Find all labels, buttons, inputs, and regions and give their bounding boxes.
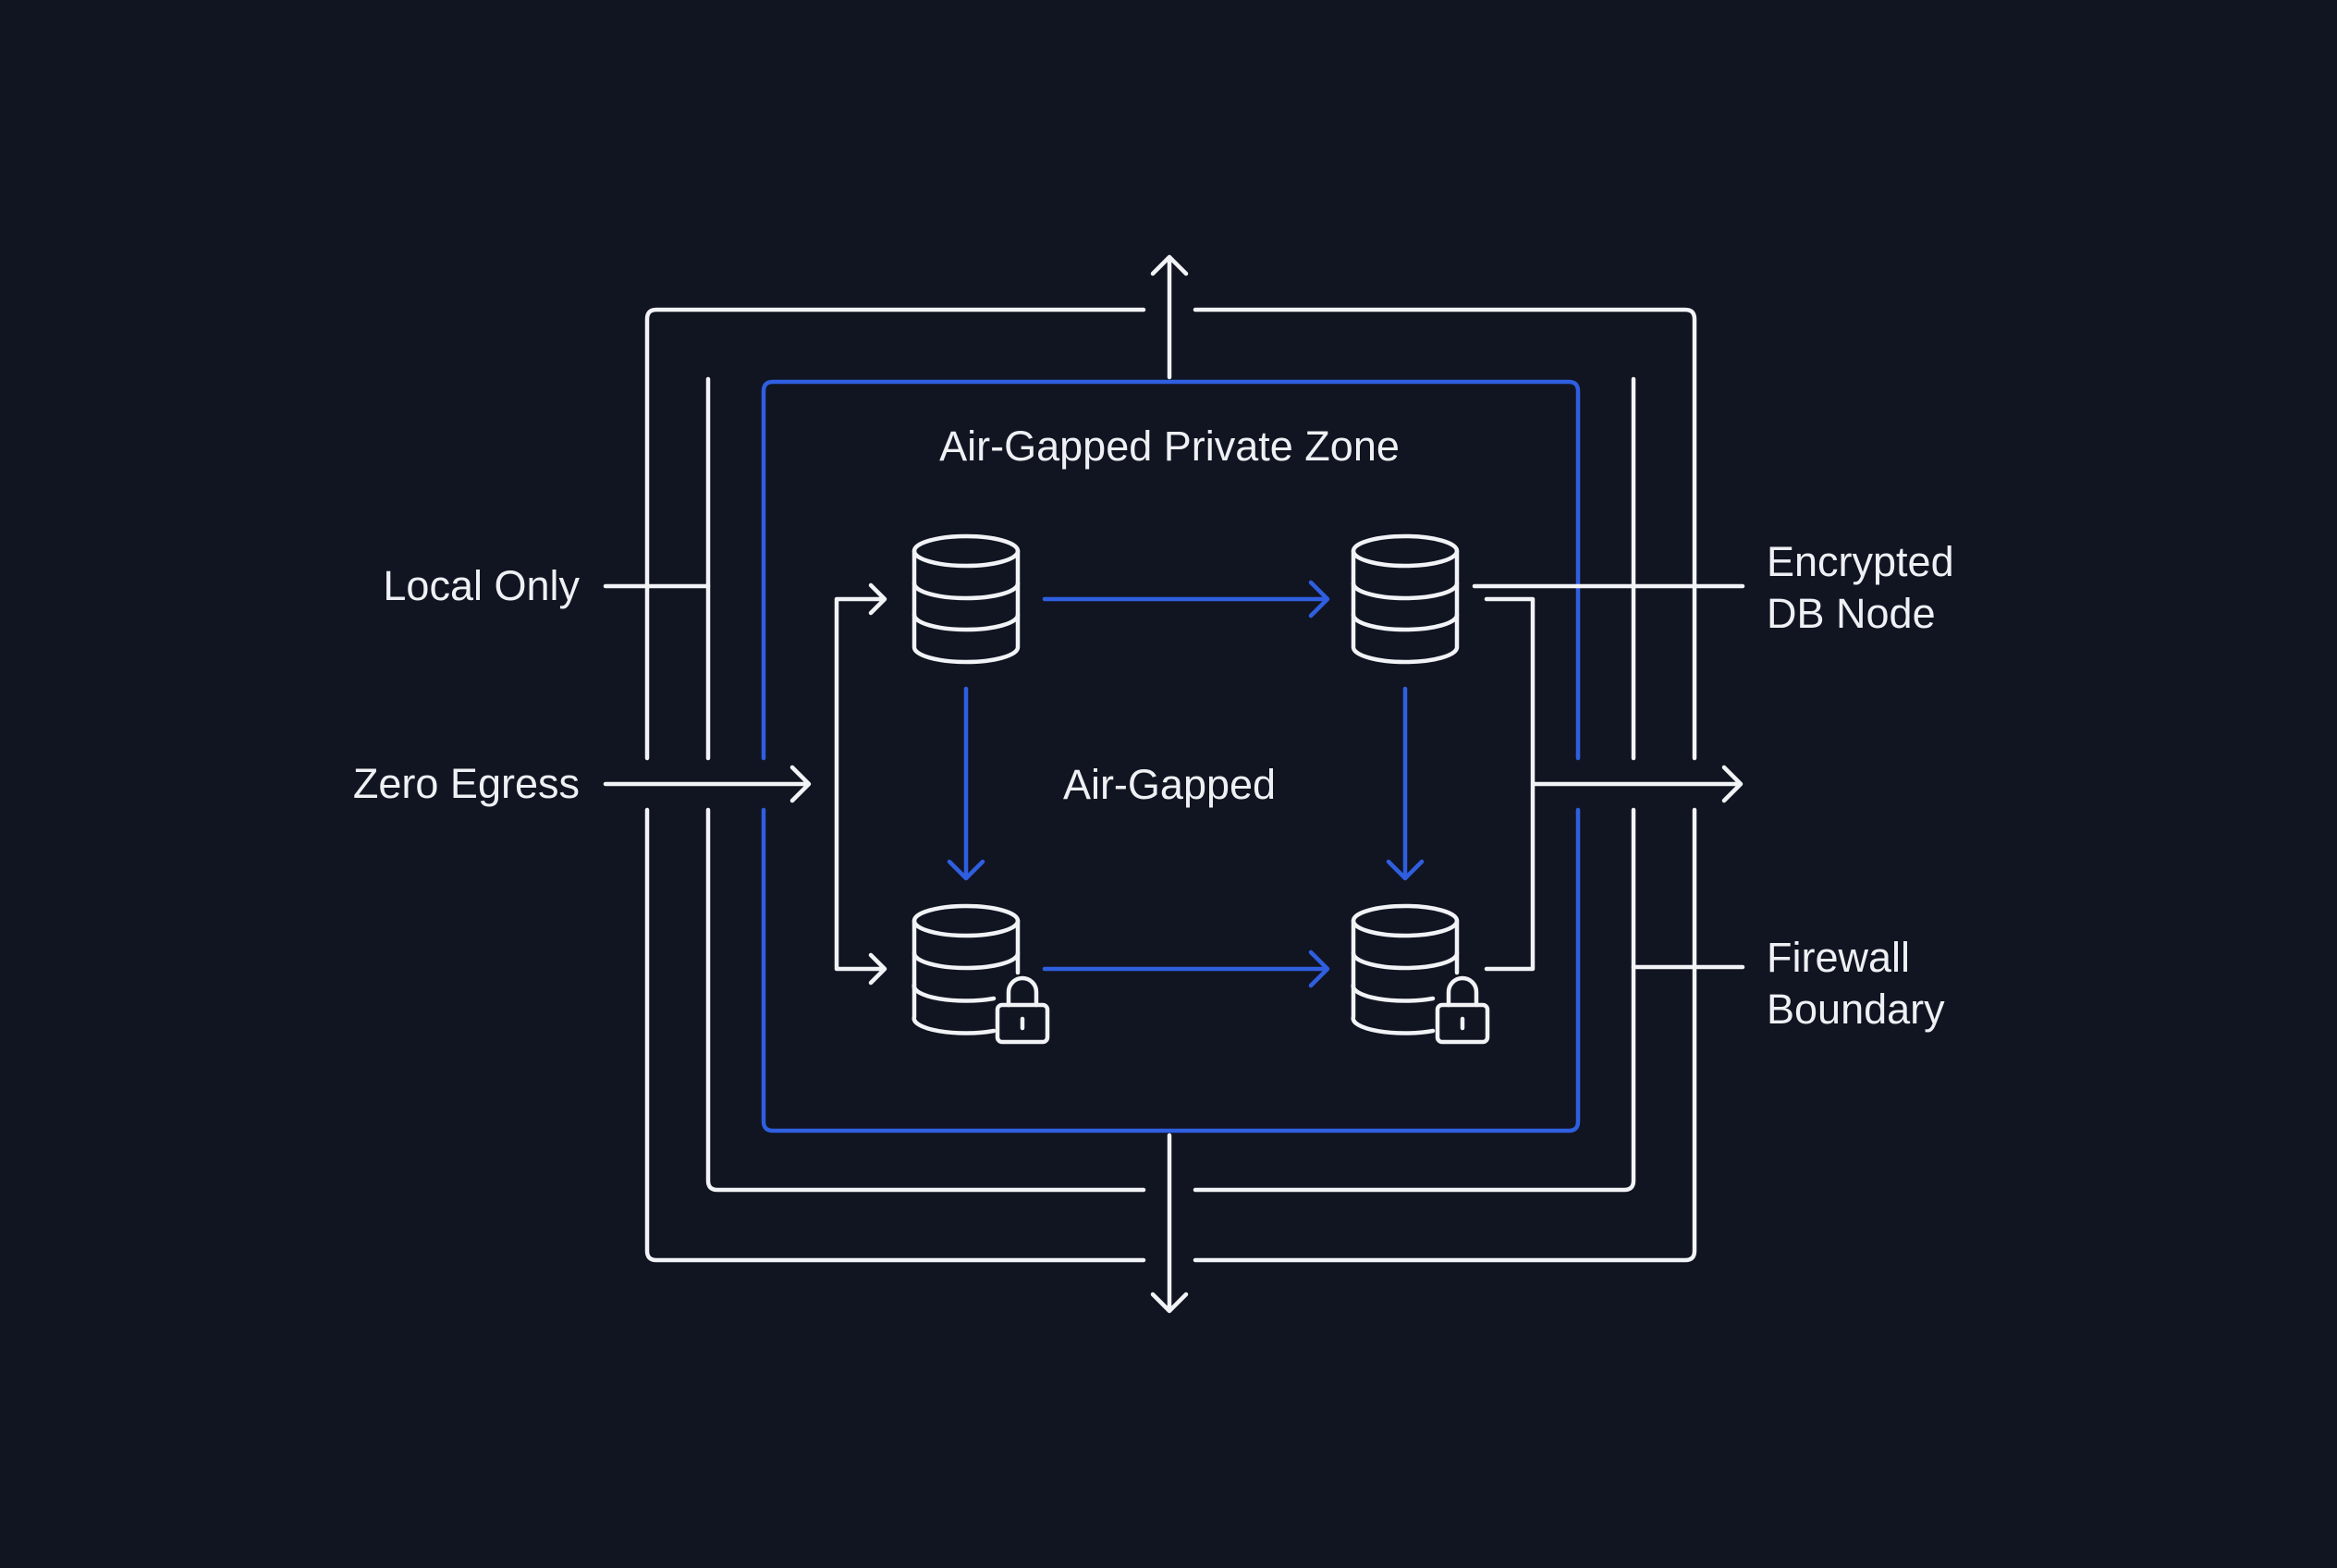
local-only-label: Local Only [383,562,580,609]
firewall-boundary-label-line1: Firewall [1767,934,1910,981]
encrypted-db-node-label-line1: Encrypted [1767,538,1954,585]
zero-egress-arrow [603,765,812,803]
outer-firewall-ring-top-right [1193,307,1697,761]
database-icon-bottom-left [914,906,1018,1034]
encrypted-db-node-label-line2: DB Node [1767,590,1936,637]
left-bracket-connector [834,582,887,986]
firewall-boundary-label-line2: Boundary [1767,986,1945,1033]
database-icon-top-right [1353,536,1457,662]
down-egress-arrow [1150,1133,1189,1314]
private-zone-border-top [761,379,1581,761]
outer-firewall-ring-top-left [644,307,1146,761]
database-icon-top-left [914,536,1018,662]
flow-arrow-bottom [1042,949,1330,988]
flow-arrow-top [1042,580,1330,619]
lock-icon-bottom-right [1438,978,1487,1042]
private-zone-border-bottom [761,807,1581,1133]
inner-firewall-ring-bottom-right [1193,807,1636,1193]
database-icon-bottom-right [1353,906,1457,1034]
zero-egress-label: Zero Egress [353,760,580,807]
outer-firewall-ring-bottom-right [1193,807,1697,1263]
flow-arrow-left-down [947,686,985,881]
center-label: Air-Gapped [1063,761,1276,808]
lock-icon-bottom-left [997,978,1047,1042]
up-egress-arrow [1150,254,1189,380]
zone-title: Air-Gapped Private Zone [939,423,1400,470]
inner-firewall-ring-bottom-left [705,807,1146,1193]
right-bracket-connector [1484,596,1744,972]
outer-firewall-ring-bottom-left [644,807,1146,1263]
flow-arrow-right-down [1386,686,1425,881]
